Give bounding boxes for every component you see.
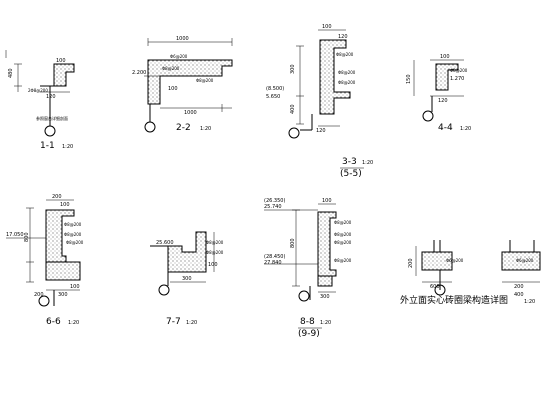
dim-text: 300 [320,294,330,300]
level-label: 17.050 [6,232,24,238]
dim-text: 120 [46,94,56,100]
dim-text: 100 [60,202,70,208]
dim-text: 200 [514,284,524,290]
dim-text: 100 [70,284,80,290]
section-scale: 1:20 [320,320,331,326]
dim-text: 100 [56,58,66,64]
section-caption-alt: (9-9) [298,329,320,339]
dim-text: 150 [406,74,412,84]
dim-text: 300 [290,64,296,74]
dim-text: 120 [438,98,448,104]
section-3-3: 100 120 300 (8.500) 5.650 400 120 Φ8@200… [266,24,373,179]
rebar-label: Φ8@200 [66,240,84,245]
dim-text: 600 [430,284,440,290]
rebar-label: Φ8@200 [450,68,468,73]
rebar-label: Φ8@200 [206,240,224,245]
level-label: 2.200 [132,70,146,76]
dim-text: 200 [52,194,62,200]
rebar-label: Φ8@200 [162,66,180,71]
section-6-6: 200 100 800 17.050 200 300 100 Φ8@200 Φ8… [6,194,84,327]
dim-text: 100 [322,198,332,204]
section-1-1: 100 480 120 2Φ8@200 参照窗台详细剖面 1-1 1:20 [5,50,75,151]
section-caption: 7-7 [166,317,181,327]
dim-text: 120 [316,128,326,134]
rebar-label: Φ8@200 [334,220,352,225]
level-label: (26.350) [264,198,285,204]
level-label: 5.650 [266,94,280,100]
rebar-label: Φ8@200 [334,258,352,263]
section-scale: 1:20 [362,160,373,166]
section-scale: 1:20 [460,126,471,132]
rebar-label: Φ8@200 [336,52,354,57]
section-caption: 2-2 [176,123,191,133]
dim-text: 400 [514,292,524,298]
rebar-label: Φ6@200 [516,258,534,263]
dim-text: 300 [182,276,192,282]
dim-text: 100 [322,24,332,30]
section-7-7: 25.600 300 100 Φ8@200 Φ8@200 7-7 1:20 [150,231,224,327]
rebar-label: Φ6@200 [446,258,464,263]
rebar-label: Φ8@200 [64,232,82,237]
brick-ring-beam-detail: 200 600 200 400 Φ6@200 Φ6@200 外立面实心砖圈梁构造… [400,240,541,306]
level-label: (8.500) [266,86,284,92]
section-note: 参照窗台详细剖面 [36,115,68,121]
section-caption: 6-6 [46,317,61,327]
rebar-label: Φ8@200 [338,70,356,75]
level-label: 27.840 [264,260,282,266]
section-caption-alt: (5-5) [340,169,362,179]
dim-text: 100 [168,86,178,92]
dim-text: 480 [8,68,14,78]
rebar-label: Φ8@200 [206,250,224,255]
rebar-label: Φ8@200 [64,222,82,227]
rebar-label: Φ8@200 [338,80,356,85]
dim-text: 200 [34,292,44,298]
dim-text: 400 [290,104,296,114]
section-scale: 1:20 [524,299,535,305]
section-scale: 1:20 [200,126,211,132]
rebar-label: Φ6@200 [170,54,188,59]
level-label: 1.270 [450,76,464,82]
dim-text: 200 [408,258,414,268]
rebar-label: Φ8@200 [334,232,352,237]
rebar-label: Φ8@200 [334,240,352,245]
section-scale: 1:20 [62,144,73,150]
section-scale: 1:20 [68,320,79,326]
section-caption: 外立面实心砖圈梁构造详图 [400,294,508,306]
section-scale: 1:20 [186,320,197,326]
level-label: (28.450) [264,254,285,260]
rebar-label: 2Φ8@200 [28,88,48,93]
dim-text: 800 [290,238,296,248]
dim-text: 120 [338,34,348,40]
dim-text: 1000 [184,110,197,116]
section-caption: 4-4 [438,123,453,133]
dim-text: 300 [58,292,68,298]
dim-text: 1000 [176,36,189,42]
dim-text: 800 [24,232,30,242]
section-caption: 3-3 [342,157,357,167]
section-caption: 8-8 [300,317,315,327]
section-4-4: 100 1.270 120 150 Φ8@200 4-4 1:20 [406,54,471,133]
rebar-label: Φ8@200 [196,78,214,83]
dim-text: 100 [208,262,218,268]
section-8-8: (26.350) 25.740 100 800 (28.450) 27.840 … [264,198,352,339]
level-label: 25.600 [156,240,174,246]
level-label: 25.740 [264,204,282,210]
dim-text: 100 [440,54,450,60]
section-caption: 1-1 [40,141,55,151]
section-2-2: 1000 1000 2.200 100 Φ6@200 Φ8@200 Φ8@200… [132,36,233,133]
